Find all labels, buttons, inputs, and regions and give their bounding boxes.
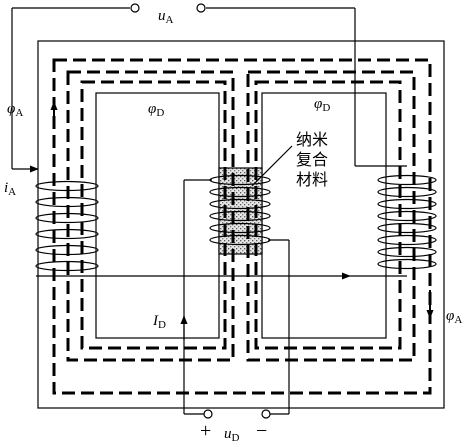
- nano-leader-line: [251, 145, 293, 187]
- terminal-ud-minus: [261, 409, 271, 419]
- nano-label-line-1: 纳米: [296, 130, 328, 149]
- winding-a-wires: [11, 7, 407, 280]
- label-ia: iA: [4, 180, 16, 198]
- terminal-ua-right: [196, 3, 206, 13]
- label-phi-d-right: φD: [314, 96, 330, 114]
- label-id: ID: [152, 313, 166, 331]
- label-phi-a-left: φA: [7, 101, 23, 119]
- terminal-ud-plus: [203, 409, 213, 419]
- label-plus: +: [200, 420, 211, 442]
- flux-path-phi-d-left-inner: [80, 80, 227, 350]
- terminal-ua-left: [130, 3, 140, 13]
- core-outer-outline: [37, 40, 445, 409]
- label-phi-a-right: φA: [446, 308, 462, 326]
- flux-path-phi-d-right-outer: [246, 70, 416, 362]
- nano-label-line-2: 复合: [296, 150, 328, 169]
- flux-path-phi-a-outer: [52, 58, 432, 395]
- label-minus: −: [256, 420, 267, 442]
- label-ud: uD: [224, 426, 240, 444]
- left-coil: [35, 180, 99, 272]
- label-ua: uA: [158, 8, 174, 26]
- winding-d-wires: [180, 179, 290, 415]
- flux-path-phi-d-left-outer: [66, 70, 235, 362]
- nano-label-line-3: 材料: [296, 170, 328, 189]
- label-phi-d-left: φD: [148, 101, 164, 119]
- core-left-window: [95, 92, 220, 339]
- flux-path-phi-d-right-inner: [254, 80, 402, 350]
- right-coil: [377, 174, 437, 270]
